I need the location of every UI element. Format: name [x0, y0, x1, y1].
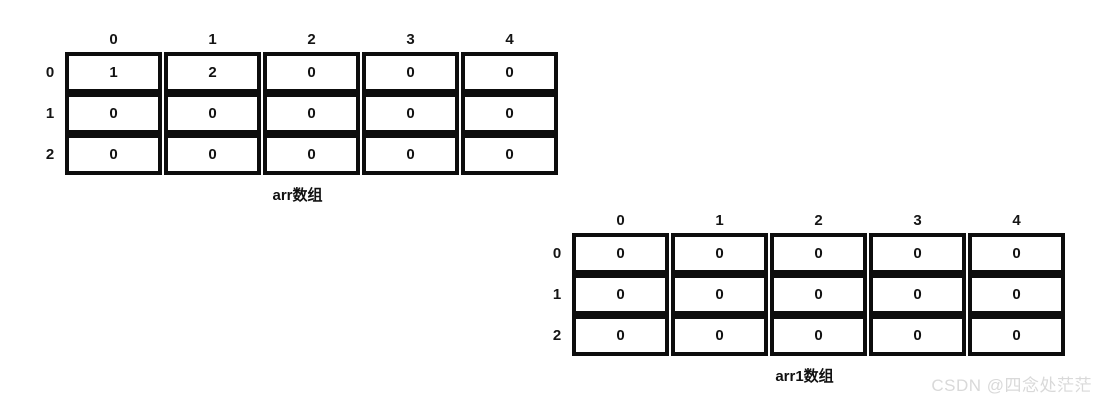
- col-header: 0: [109, 30, 118, 48]
- array-cell: 0: [572, 233, 669, 274]
- col-header: 2: [814, 211, 823, 229]
- row-header: 1: [45, 105, 55, 122]
- array-cell: 0: [968, 233, 1065, 274]
- csdn-watermark: CSDN @四念处茫茫: [931, 376, 1092, 395]
- col-header: 2: [307, 30, 316, 48]
- row-header: 0: [552, 245, 562, 262]
- array-cell: 0: [65, 93, 162, 134]
- array-cell: 0: [869, 315, 966, 356]
- array-cell: 0: [461, 134, 558, 175]
- row-header: 1: [552, 286, 562, 303]
- array-cell: 0: [362, 134, 459, 175]
- array-cell: 0: [263, 134, 360, 175]
- array-label: arr数组: [272, 187, 323, 204]
- array-label: arr1数组: [775, 368, 834, 385]
- array-cell: 0: [461, 52, 558, 93]
- array-cell: 0: [263, 93, 360, 134]
- array-cell: 0: [164, 134, 261, 175]
- array-cell: 0: [968, 315, 1065, 356]
- array-cell: 0: [671, 274, 768, 315]
- array-cell: 0: [164, 93, 261, 134]
- row-header: 2: [552, 327, 562, 344]
- col-header: 3: [913, 211, 922, 229]
- array-cell: 1: [65, 52, 162, 93]
- array-cell: 0: [671, 233, 768, 274]
- row-header: 0: [45, 64, 55, 81]
- col-header: 1: [208, 30, 217, 48]
- array-cell: 0: [770, 274, 867, 315]
- array-cell: 0: [869, 233, 966, 274]
- col-header: 1: [715, 211, 724, 229]
- array-cell: 0: [968, 274, 1065, 315]
- row-header: 2: [45, 146, 55, 163]
- col-header: 0: [616, 211, 625, 229]
- array-cell: 2: [164, 52, 261, 93]
- grid-corner: [37, 26, 63, 52]
- array-cell: 0: [770, 315, 867, 356]
- array-cell: 0: [671, 315, 768, 356]
- array-cell: 0: [65, 134, 162, 175]
- array-cell: 0: [362, 93, 459, 134]
- array-cell: 0: [263, 52, 360, 93]
- col-header: 4: [505, 30, 514, 48]
- array-cell: 0: [362, 52, 459, 93]
- array-cell: 0: [572, 315, 669, 356]
- col-header: 3: [406, 30, 415, 48]
- array-cell: 0: [572, 274, 669, 315]
- grid-corner: [544, 207, 570, 233]
- array-cell: 0: [461, 93, 558, 134]
- array-cell: 0: [869, 274, 966, 315]
- array-cell: 0: [770, 233, 867, 274]
- col-header: 4: [1012, 211, 1021, 229]
